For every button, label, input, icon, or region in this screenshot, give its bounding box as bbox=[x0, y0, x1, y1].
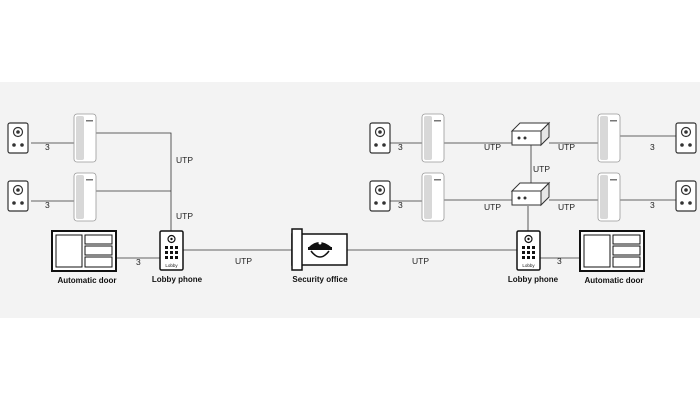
automatic-door-left bbox=[51, 230, 117, 272]
cable-label-utp: UTP bbox=[235, 256, 252, 266]
caption-lobby-phone-left: Lobby phone bbox=[152, 275, 203, 284]
automatic-door-right bbox=[579, 230, 645, 272]
lobby-panel-text: Lobby bbox=[522, 263, 535, 268]
indoor-monitor-left-bottom bbox=[73, 172, 97, 222]
door-camera-right-3 bbox=[675, 122, 697, 154]
lobby-phone-icon bbox=[516, 230, 541, 271]
door-camera-right-2 bbox=[369, 180, 391, 212]
door-camera-left-bottom bbox=[7, 180, 29, 212]
cable-label-3: 3 bbox=[398, 142, 403, 152]
caption-automatic-door-right: Automatic door bbox=[584, 276, 643, 285]
cable-label-utp: UTP bbox=[484, 142, 501, 152]
cable-label-utp: UTP bbox=[484, 202, 501, 212]
indoor-monitor-icon bbox=[421, 113, 445, 163]
cable-label-3: 3 bbox=[45, 200, 50, 210]
door-camera-icon bbox=[7, 122, 29, 154]
distributor-box-bottom bbox=[510, 181, 551, 207]
lobby-phone-icon bbox=[159, 230, 184, 271]
door-camera-icon bbox=[675, 180, 697, 212]
lobby-phone-right: Lobby bbox=[516, 230, 541, 271]
cable-label-utp: UTP bbox=[533, 164, 550, 174]
indoor-monitor-right-2 bbox=[421, 172, 445, 222]
cable-label-3: 3 bbox=[650, 200, 655, 210]
cable-label-utp: UTP bbox=[412, 256, 429, 266]
cable-label-utp: UTP bbox=[176, 155, 193, 165]
caption-lobby-phone-right: Lobby phone bbox=[508, 275, 559, 284]
lobby-phone-left: Lobby bbox=[159, 230, 184, 271]
door-camera-right-4 bbox=[675, 180, 697, 212]
indoor-monitor-right-1 bbox=[421, 113, 445, 163]
cable-label-3: 3 bbox=[650, 142, 655, 152]
cable-label-3: 3 bbox=[45, 142, 50, 152]
indoor-monitor-right-4 bbox=[597, 172, 621, 222]
security-guard-icon bbox=[291, 228, 348, 271]
distributor-box-top bbox=[510, 121, 551, 147]
security-office bbox=[291, 228, 348, 271]
cable-label-3: 3 bbox=[136, 257, 141, 267]
distributor-box-icon bbox=[510, 121, 551, 147]
indoor-monitor-icon bbox=[597, 172, 621, 222]
indoor-monitor-left-top bbox=[73, 113, 97, 163]
cable-label-utp: UTP bbox=[558, 202, 575, 212]
indoor-monitor-right-3 bbox=[597, 113, 621, 163]
cable-label-3: 3 bbox=[557, 256, 562, 266]
cable-label-3: 3 bbox=[398, 200, 403, 210]
indoor-monitor-icon bbox=[73, 172, 97, 222]
door-camera-icon bbox=[369, 180, 391, 212]
caption-security-office: Security office bbox=[292, 275, 348, 284]
cable-label-utp: UTP bbox=[558, 142, 575, 152]
automatic-door-icon bbox=[51, 230, 117, 272]
door-camera-icon bbox=[675, 122, 697, 154]
door-camera-icon bbox=[369, 122, 391, 154]
wiring bbox=[31, 132, 676, 259]
cable-label-utp: UTP bbox=[176, 211, 193, 221]
door-camera-right-1 bbox=[369, 122, 391, 154]
caption-automatic-door-left: Automatic door bbox=[57, 276, 116, 285]
automatic-door-icon bbox=[579, 230, 645, 272]
indoor-monitor-icon bbox=[421, 172, 445, 222]
indoor-monitor-icon bbox=[73, 113, 97, 163]
indoor-monitor-icon bbox=[597, 113, 621, 163]
lobby-panel-text: Lobby bbox=[165, 263, 178, 268]
door-camera-icon bbox=[7, 180, 29, 212]
distributor-box-icon bbox=[510, 181, 551, 207]
door-camera-left-top bbox=[7, 122, 29, 154]
